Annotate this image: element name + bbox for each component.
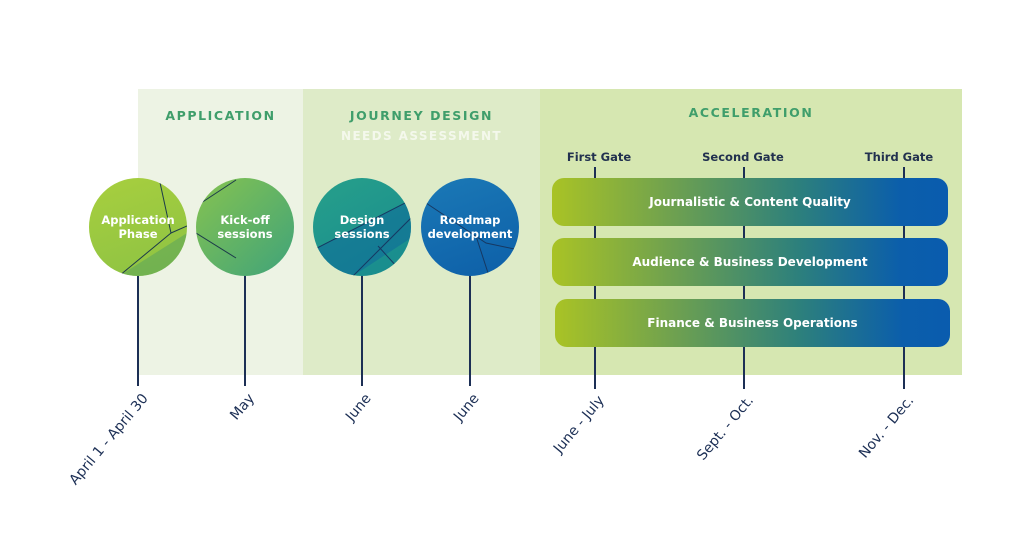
track-bar-finance: Finance & Business Operations	[555, 299, 950, 347]
date-label: May	[227, 390, 259, 424]
track-label: Audience & Business Development	[632, 255, 868, 269]
track-bar-journalistic: Journalistic & Content Quality	[552, 178, 948, 226]
date-label: April 1 - April 30	[66, 390, 153, 489]
gate-label-second: Second Gate	[702, 150, 784, 164]
phase-subtitle: NEEDS ASSESSMENT	[341, 129, 502, 143]
track-label: Finance & Business Operations	[647, 316, 858, 330]
timeline-line	[244, 270, 246, 386]
gate-label-first: First Gate	[566, 150, 632, 164]
facet-pattern	[196, 179, 237, 259]
track-bar-audience: Audience & Business Development	[552, 238, 948, 286]
timeline-line	[469, 270, 471, 386]
date-label: June	[342, 390, 375, 425]
timeline-line	[137, 270, 139, 386]
facet-pattern	[118, 178, 187, 276]
date-label: June - July	[551, 392, 609, 457]
date-label: Nov. - Dec.	[855, 392, 918, 462]
date-label: June	[450, 390, 483, 425]
track-label: Journalistic & Content Quality	[649, 195, 851, 209]
phase-title: JOURNEY DESIGN	[349, 108, 494, 123]
phase-title: ACCELERATION	[688, 105, 814, 120]
facet-pattern	[425, 202, 519, 276]
timeline-line	[361, 270, 363, 386]
facet-pattern	[313, 199, 411, 276]
date-label: Sept. - Oct.	[694, 392, 758, 464]
phase-title: APPLICATION	[165, 108, 276, 123]
gate-label-third: Third Gate	[864, 150, 934, 164]
